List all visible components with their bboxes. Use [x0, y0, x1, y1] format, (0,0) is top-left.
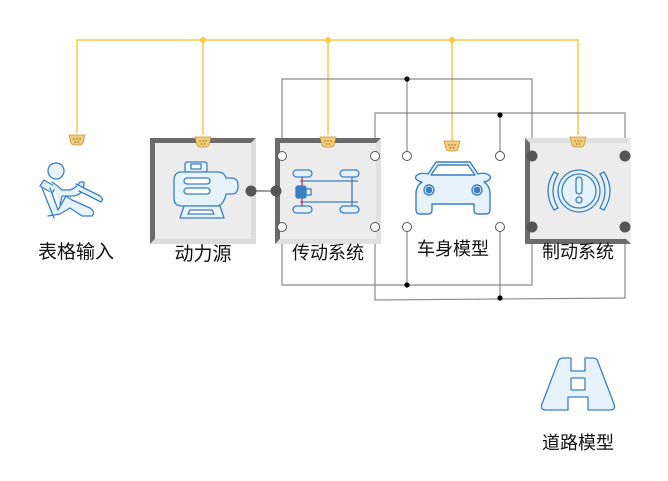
signal-junction-dot — [404, 76, 410, 82]
signal-junction-dot — [497, 112, 503, 118]
motor-icon[interactable] — [173, 161, 239, 219]
port-brake-br[interactable] — [619, 221, 631, 233]
block-drivetrain[interactable] — [275, 138, 381, 244]
bus-junction-dot — [325, 37, 331, 43]
chassis-drivetrain-icon[interactable] — [292, 169, 360, 214]
block-label-table-input: 表格输入 — [37, 241, 115, 263]
port-body-bl[interactable] — [402, 222, 412, 232]
bus-connector-icon[interactable] — [68, 134, 86, 146]
port-brake-bl[interactable] — [526, 221, 538, 233]
port-drivetrain-bl[interactable] — [277, 222, 287, 232]
brake-warning-icon[interactable] — [547, 169, 611, 213]
port-body-tl[interactable] — [402, 151, 412, 161]
signal-junctions — [404, 76, 503, 301]
driver-seat-icon[interactable] — [39, 162, 103, 219]
block-label-drivetrain: 传动系统 — [292, 243, 364, 264]
bus-junction-dot — [200, 37, 206, 43]
block-label-road-model: 道路模型 — [542, 433, 614, 454]
bus-connector-icon[interactable] — [319, 136, 337, 148]
bus-junctions — [200, 37, 455, 43]
bus-connector-icon[interactable] — [569, 136, 587, 148]
port-brake-tl[interactable] — [526, 150, 538, 162]
port-body-br[interactable] — [495, 222, 505, 232]
road-icon[interactable] — [540, 357, 616, 411]
block-label-power-source: 动力源 — [174, 243, 232, 265]
bus-connectors — [68, 134, 587, 152]
bus-connector-icon[interactable] — [194, 136, 212, 148]
block-label-body-model: 车身模型 — [417, 239, 489, 260]
port-body-tr[interactable] — [495, 151, 505, 161]
port-brake-tr[interactable] — [619, 150, 631, 162]
bus-connector-icon[interactable] — [443, 140, 461, 152]
car-front-icon[interactable] — [414, 161, 492, 215]
port-drivetrain-shaft[interactable] — [270, 185, 282, 197]
port-drivetrain-tl[interactable] — [277, 151, 287, 161]
port-power-source-shaft[interactable] — [245, 185, 257, 197]
ports — [245, 150, 631, 233]
signal-junction-dot — [404, 282, 410, 288]
bus-connections — [76, 39, 579, 141]
signal-junction-dot — [497, 295, 503, 301]
bus-junction-dot — [449, 37, 455, 43]
block-label-brake-system: 制动系统 — [542, 242, 614, 263]
port-drivetrain-tr[interactable] — [370, 151, 380, 161]
port-drivetrain-br[interactable] — [370, 222, 380, 232]
